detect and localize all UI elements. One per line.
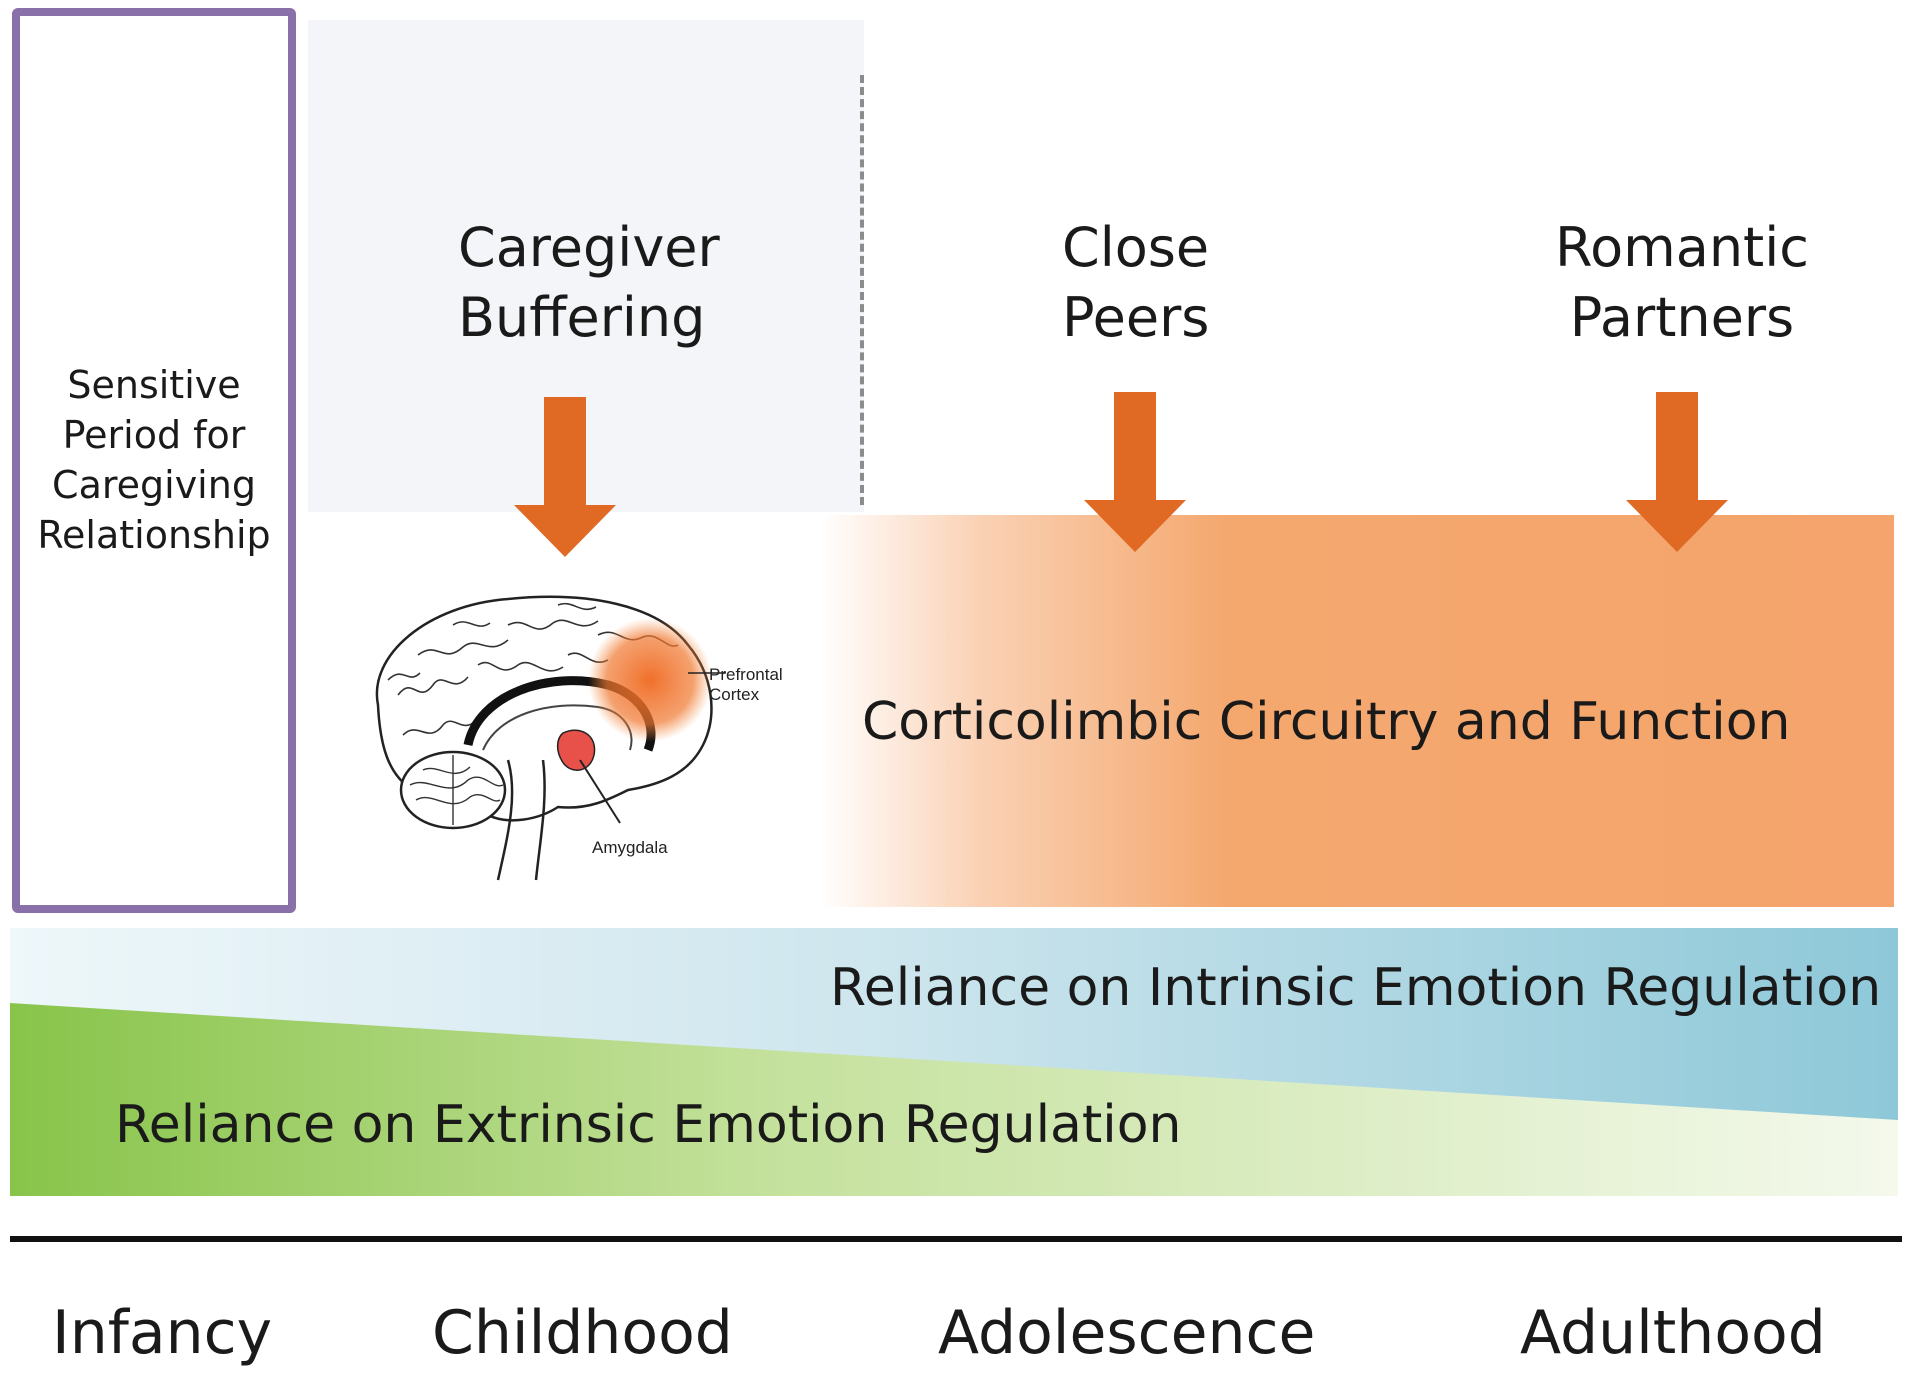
- close-peers-line-2: Peers: [1062, 286, 1210, 349]
- childhood-divider-dashed: [860, 75, 864, 505]
- stage-infancy: Infancy: [52, 1298, 273, 1368]
- emotion-regulation-panel: [10, 928, 1898, 1196]
- sensitive-period-line-4: Relationship: [37, 513, 271, 557]
- stage-adolescence: Adolescence: [938, 1298, 1316, 1368]
- stage-adulthood: Adulthood: [1520, 1298, 1826, 1368]
- extrinsic-wedge: [10, 1003, 1898, 1196]
- close-peers-line-1: Close: [1062, 216, 1210, 279]
- romantic-partners-heading: Romantic Partners: [1555, 213, 1809, 353]
- intrinsic-regulation-label: Reliance on Intrinsic Emotion Regulation: [830, 958, 1882, 1018]
- sensitive-period-line-3: Caregiving: [52, 463, 256, 507]
- caregiver-buffering-line-1: Caregiver: [458, 216, 720, 279]
- partners-arrow-icon: [1626, 392, 1728, 552]
- caregiver-arrow-icon: [514, 397, 616, 557]
- sensitive-period-label: Sensitive Period for Caregiving Relation…: [12, 360, 296, 560]
- stage-childhood: Childhood: [432, 1298, 733, 1368]
- peers-arrow-icon: [1084, 392, 1186, 552]
- prefrontal-label-line-1: Prefrontal: [709, 665, 783, 684]
- romantic-partners-line-2: Partners: [1569, 286, 1795, 349]
- sensitive-period-line-1: Sensitive: [67, 363, 241, 407]
- extrinsic-regulation-label: Reliance on Extrinsic Emotion Regulation: [115, 1095, 1182, 1155]
- romantic-partners-line-1: Romantic: [1555, 216, 1809, 279]
- corticolimbic-label: Corticolimbic Circuitry and Function: [862, 692, 1791, 752]
- prefrontal-cortex-label: Prefrontal Cortex: [709, 665, 783, 705]
- sensitive-period-box: [12, 8, 296, 913]
- close-peers-heading: Close Peers: [1062, 213, 1209, 353]
- caregiver-buffering-heading: Caregiver Buffering: [458, 213, 720, 353]
- sensitive-period-line-2: Period for: [62, 413, 246, 457]
- timeline-axis: [10, 1236, 1902, 1242]
- corticolimbic-band: [820, 515, 1894, 907]
- amygdala-label: Amygdala: [592, 838, 668, 857]
- brain-illustration: [375, 595, 726, 881]
- caregiver-buffering-line-2: Buffering: [458, 286, 706, 349]
- prefrontal-label-line-2: Cortex: [709, 685, 760, 704]
